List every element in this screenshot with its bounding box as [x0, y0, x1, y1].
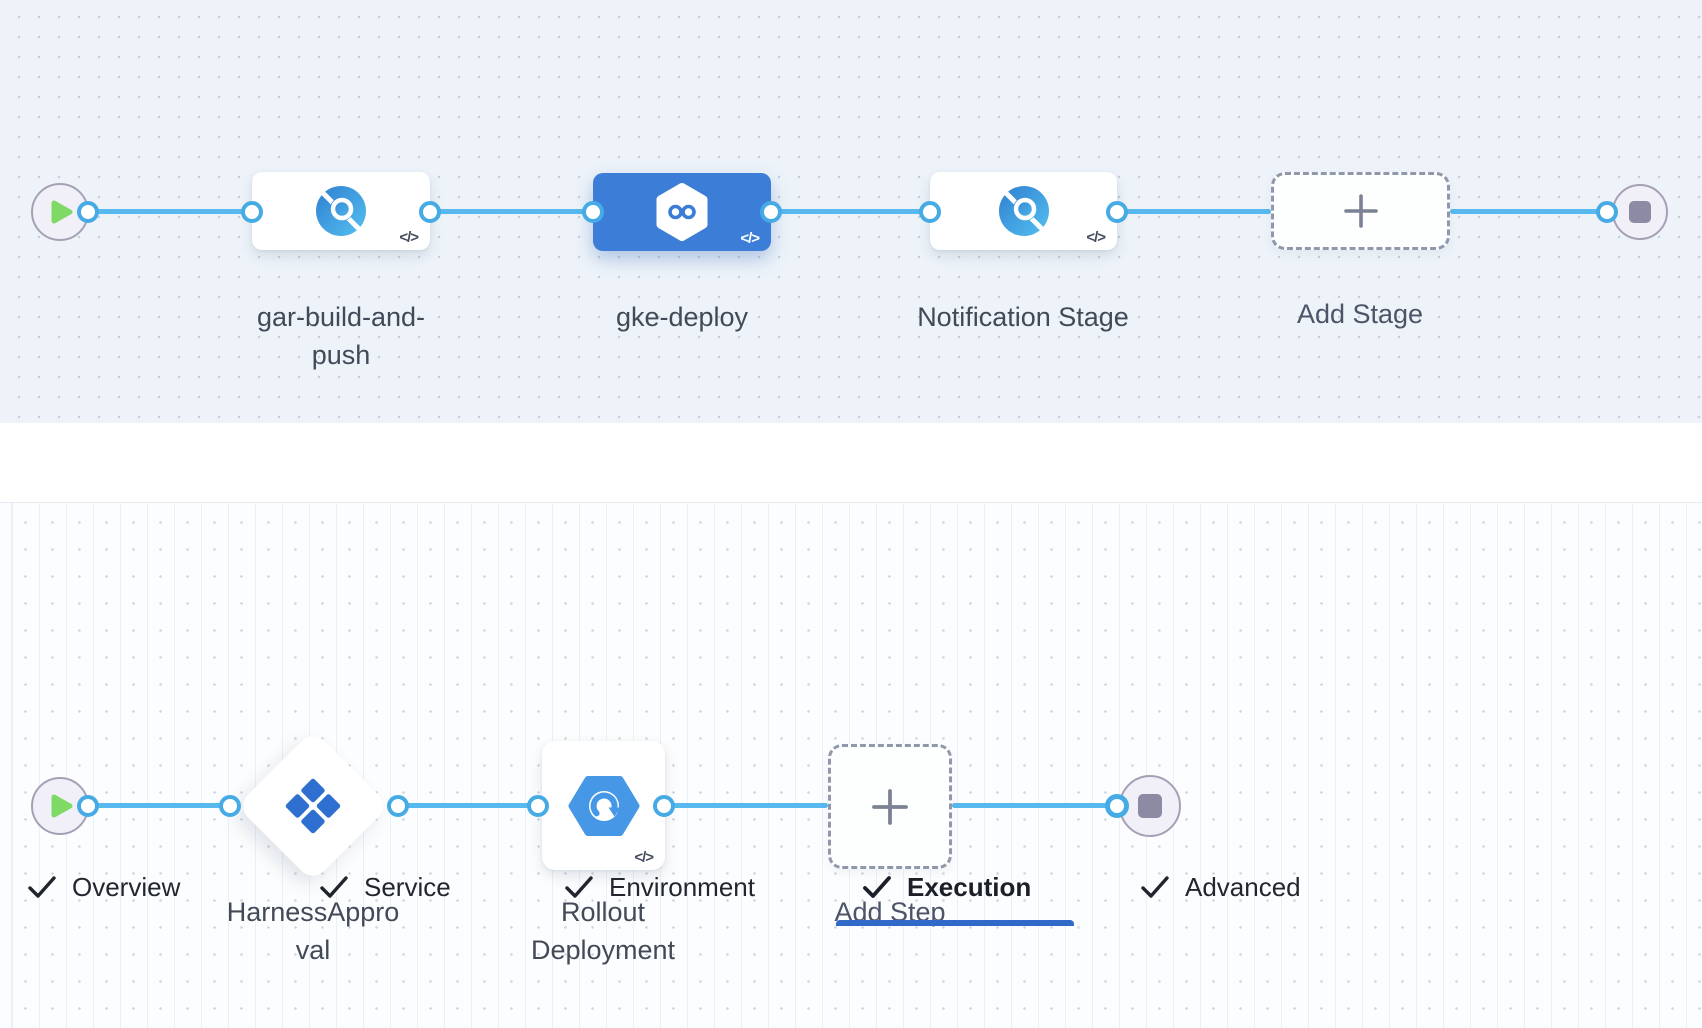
tab-label: Service — [364, 871, 451, 902]
code-toggle-icon[interactable]: </> — [740, 230, 760, 247]
custom-stage-icon — [998, 186, 1049, 236]
connector-port[interactable] — [527, 795, 549, 817]
stage-label: Notification Stage — [917, 302, 1129, 332]
execution-graph-canvas[interactable]: HarnessApproval </> Rollout Deployment A… — [0, 503, 1702, 1028]
deploy-stage-icon — [656, 183, 708, 241]
connector-line — [88, 803, 230, 808]
connector-port[interactable] — [919, 201, 941, 223]
stop-icon — [1629, 201, 1651, 223]
tab-label: Overview — [72, 871, 181, 902]
tab-advanced[interactable]: Advanced — [1140, 869, 1301, 905]
step-label: Rollout Deployment — [530, 897, 676, 965]
plus-icon — [1343, 194, 1378, 228]
tab-overview[interactable]: Overview — [27, 869, 180, 905]
connector-line — [430, 209, 593, 214]
connector-line — [398, 803, 538, 808]
connector-port[interactable] — [419, 201, 441, 223]
tab-label: Advanced — [1185, 871, 1301, 902]
connector-port[interactable] — [387, 795, 409, 817]
stage-config-tabs: Overview Service Environment Execution A… — [0, 423, 1702, 926]
play-icon — [51, 794, 73, 818]
tab-execution[interactable]: Execution — [862, 869, 1031, 905]
check-icon — [565, 876, 593, 898]
add-stage-label: Add Stage — [1296, 299, 1424, 329]
connector-line — [1450, 209, 1607, 214]
code-toggle-icon[interactable]: </> — [634, 849, 654, 866]
connector-port[interactable] — [653, 795, 675, 817]
active-tab-underline — [836, 920, 1074, 926]
stage-graph-canvas[interactable]: </> gar-build-and-push </> gke-deploy — [0, 0, 1702, 423]
connector-port[interactable] — [1106, 201, 1128, 223]
stop-icon — [1138, 794, 1162, 818]
pipeline-end-node — [1612, 184, 1668, 240]
code-toggle-icon[interactable]: </> — [399, 229, 419, 246]
execution-end-node — [1119, 775, 1181, 837]
check-icon — [1141, 876, 1169, 898]
connector-line — [771, 209, 930, 214]
play-icon — [51, 200, 73, 224]
custom-stage-icon — [316, 186, 366, 236]
connector-line — [1117, 209, 1271, 214]
connector-port[interactable] — [582, 201, 604, 223]
check-icon — [863, 876, 891, 898]
plus-icon — [872, 788, 908, 825]
stage-card-notification-stage[interactable]: </> — [930, 172, 1117, 250]
connector-line — [664, 803, 828, 808]
tab-environment[interactable]: Environment — [564, 869, 755, 905]
connector-port[interactable] — [77, 795, 99, 817]
step-label: HarnessApproval — [226, 897, 400, 965]
connector-port[interactable] — [1105, 794, 1129, 818]
stage-label: gar-build-and-push — [256, 302, 426, 370]
connector-line — [952, 803, 1117, 808]
connector-line — [88, 209, 252, 214]
connector-port[interactable] — [219, 795, 241, 817]
stage-label: gke-deploy — [615, 302, 749, 332]
approval-icon-wrap — [259, 752, 367, 860]
rollout-deployment-icon — [568, 775, 639, 836]
tab-service[interactable]: Service — [319, 869, 451, 905]
connector-port[interactable] — [77, 201, 99, 223]
tab-label: Execution — [907, 871, 1032, 902]
add-step-button[interactable] — [828, 744, 952, 869]
tab-label: Environment — [609, 871, 755, 902]
connector-port[interactable] — [1596, 201, 1618, 223]
check-icon — [320, 876, 348, 898]
connector-port[interactable] — [241, 201, 263, 223]
approval-icon — [285, 778, 341, 834]
code-toggle-icon[interactable]: </> — [1086, 229, 1106, 246]
stage-card-gke-deploy[interactable]: </> — [593, 173, 771, 251]
connector-port[interactable] — [760, 201, 782, 223]
stage-card-gar-build-and-push[interactable]: </> — [252, 172, 430, 250]
step-card-rollout-deployment[interactable]: </> — [542, 741, 665, 870]
check-icon — [28, 876, 56, 898]
add-stage-button[interactable] — [1271, 172, 1450, 250]
step-card-harness-approval[interactable] — [236, 729, 390, 883]
